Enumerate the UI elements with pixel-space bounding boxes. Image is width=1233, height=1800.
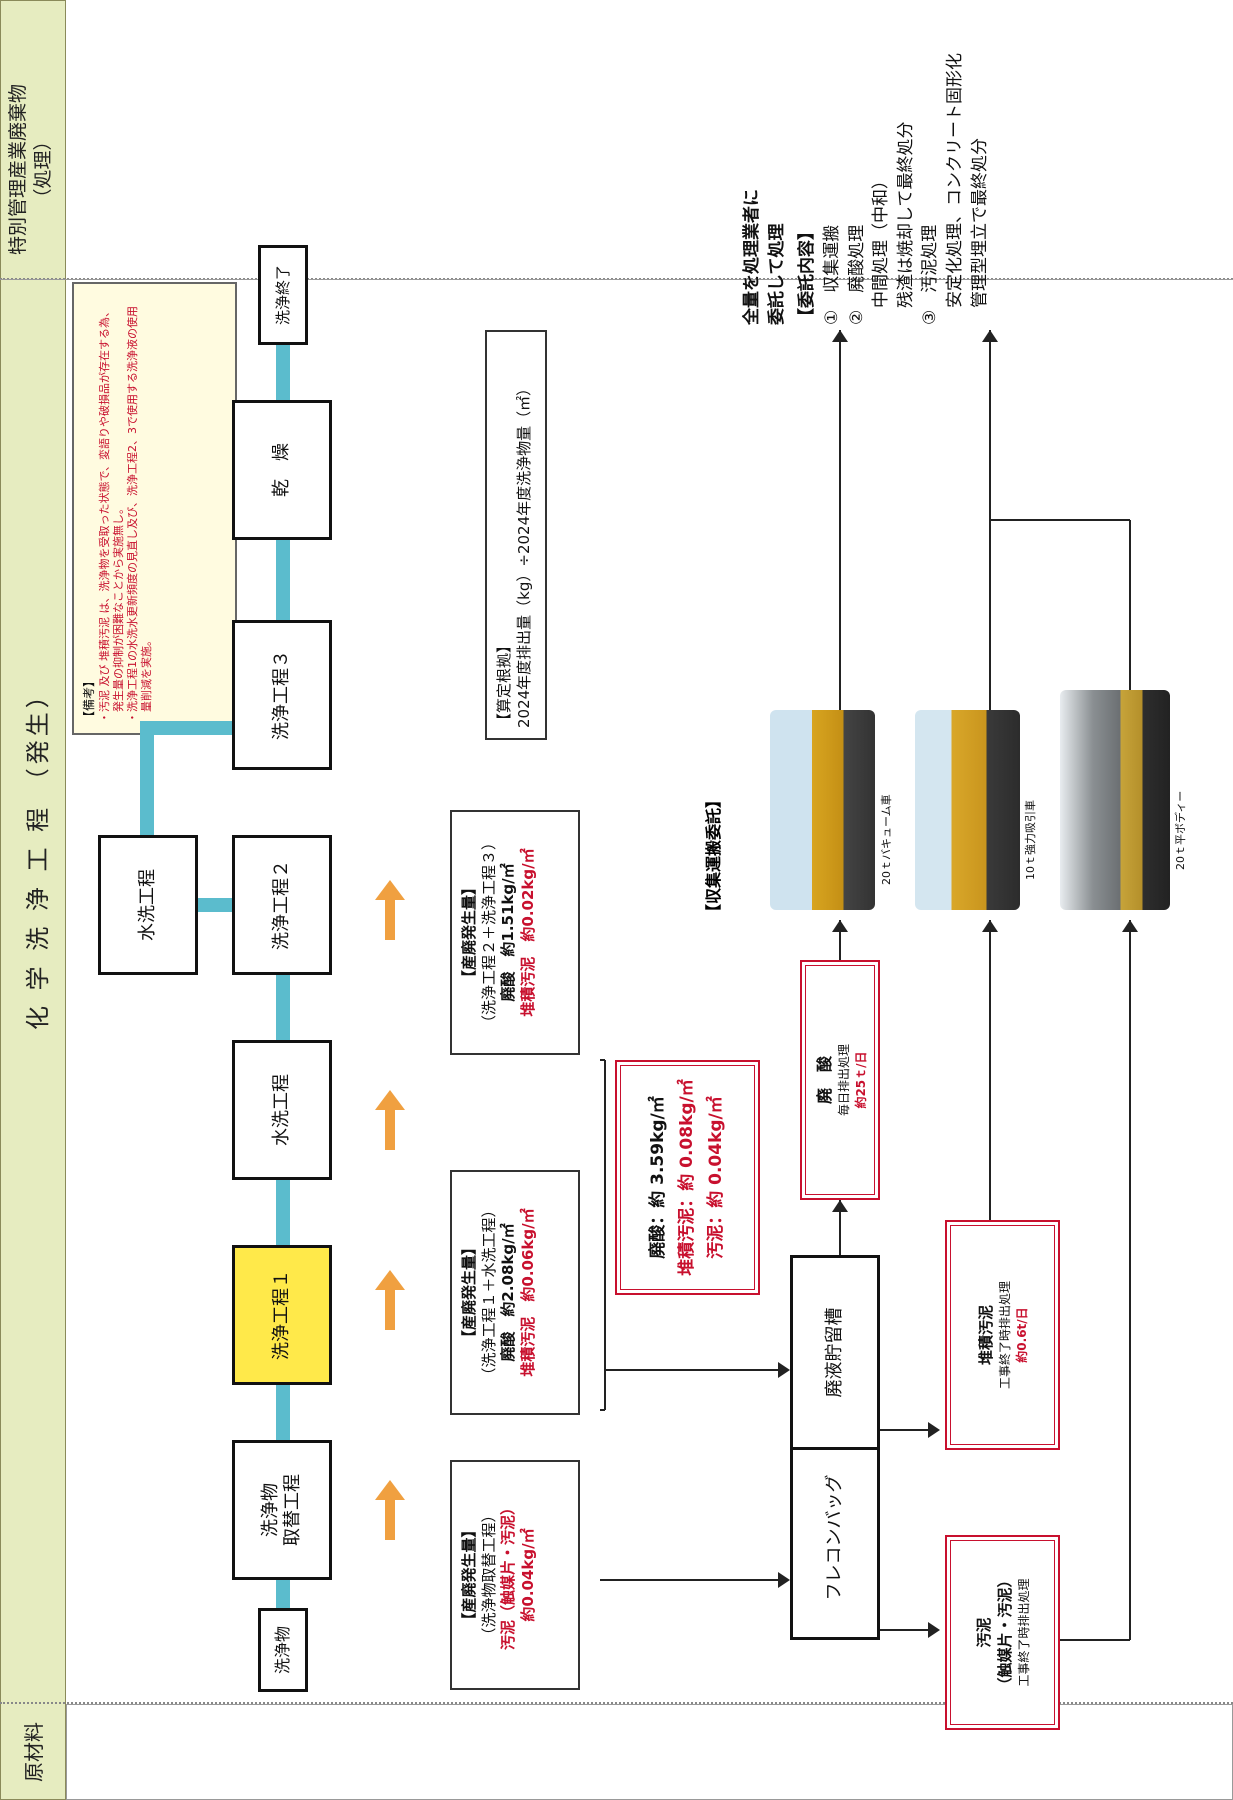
disposal-line: 委託して処理 [766,223,787,326]
sludge-box: 汚泥 （触媒片・汚泥） 工事終了時排出処理 [945,1535,1060,1730]
gen-title: 【産廃発生量】 [460,1522,478,1628]
disposal-line: 全量を処理業者に [742,189,762,325]
gen-line: 廃酸 約1.51kg/㎡ [499,863,517,1002]
total-acid: 廃酸：約 3.59kg/㎡ [648,1096,669,1259]
gen-box-2: 【産廃発生量】 （洗浄工程１＋水洗工程） 廃酸 約2.08kg/㎡ 堆積汚泥 約… [450,1170,580,1415]
step-wash1: 洗浄工程１ [232,1245,332,1385]
truck-caption: 10ｔ強力吸引車 [1024,800,1037,880]
total-sediment: 堆積汚泥：約 0.08kg/㎡ [677,1079,698,1276]
flow-connector [198,898,232,912]
total-sludge: 汚泥：約 0.04kg/㎡ [705,1096,726,1259]
suction-truck-image [915,710,1020,910]
flow-connector [276,345,290,400]
gen-line: 約0.04kg/㎡ [518,1528,537,1622]
gen-sub: （洗浄工程２＋洗浄工程３） [479,835,498,1031]
sludge-title: 汚泥 [975,1617,993,1648]
acid-title: 廃 酸 [815,1056,834,1105]
flow-connector [276,975,290,1040]
flatbed-truck-image [1060,690,1170,910]
gen-line: 汚泥（触媒片・汚泥） [499,1500,517,1651]
gen-sub: （洗浄工程１＋水洗工程） [479,1202,498,1383]
gen-box-1: 【産廃発生量】 （洗浄物取替工程） 汚泥（触媒片・汚泥） 約0.04kg/㎡ [450,1460,580,1690]
disposal-text: 全量を処理業者に 委託して処理 【委託内容】 ① 収集運搬 ② 廃酸処理 中間処… [740,5,992,325]
flow-connector [276,540,290,620]
gen-title: 【産廃発生量】 [460,880,478,986]
disposal-line: 管理型埋立で最終処分 [969,138,990,325]
step-wash3: 洗浄工程３ [232,620,332,770]
collection-title: 【収集運搬委託】 [704,791,723,920]
flexible-container-bag: フレコンバッグ [790,1435,880,1640]
disposal-line: 安定化処理、コンクリート固形化 [945,53,966,325]
sediment-box: 堆積汚泥 工事終了時排出処理 約0.6t/日 [945,1220,1060,1450]
step-rinse2: 水洗工程 [98,835,198,975]
step-rinse1: 水洗工程 [232,1040,332,1180]
disposal-line: 中間処理（中和） [871,172,892,325]
gen-line: 廃酸 約2.08kg/㎡ [499,1223,517,1362]
truck-caption: 20ｔ平ボディー [1174,790,1187,870]
flow-connector [140,735,154,835]
disposal-line: ② 廃酸処理 [846,224,867,325]
step-wash2: 洗浄工程２ [232,835,332,975]
gen-box-3: 【産廃発生量】 （洗浄工程２＋洗浄工程３） 廃酸 約1.51kg/㎡ 堆積汚泥 … [450,810,580,1055]
flow-connector [276,1385,290,1440]
disposal-line: ③ 汚泥処理 [920,224,941,325]
totals-box: 廃酸：約 3.59kg/㎡ 堆積汚泥：約 0.08kg/㎡ 汚泥：約 0.04k… [615,1060,760,1295]
sludge-note: 工事終了時排出処理 [1017,1578,1031,1687]
gen-sub: （洗浄物取替工程） [479,1507,498,1643]
gen-title: 【産廃発生量】 [460,1240,478,1346]
flow-connector [140,721,232,735]
step-end: 洗浄終了 [258,245,308,345]
sediment-title: 堆積汚泥 [977,1305,995,1366]
vacuum-truck-image [770,710,875,910]
flow-connector [276,1580,290,1608]
disposal-line: 【委託内容】 [797,223,818,325]
sludge-sub: （触媒片・汚泥） [996,1572,1014,1693]
waste-liquid-tank: 廃液貯留槽 [790,1255,880,1450]
acid-box: 廃 酸 毎日排出処理 約25ｔ/日 [800,960,880,1200]
sediment-note: 工事終了時排出処理 [998,1281,1012,1390]
step-receive: 洗浄物 取替工程 [232,1440,332,1580]
disposal-line: ① 収集運搬 [821,224,842,325]
acid-note: 毎日排出処理 [837,1044,851,1117]
acid-amount: 約25ｔ/日 [854,1051,868,1109]
disposal-line: 残渣は焼却して最終処分 [895,121,916,325]
gen-line: 堆積汚泥 約0.06kg/㎡ [518,1208,537,1377]
flow-connector [276,1180,290,1245]
sediment-amount: 約0.6t/日 [1015,1307,1029,1363]
truck-caption: 20ｔバキューム車 [880,794,893,885]
step-dry: 乾 燥 [232,400,332,540]
step-raw: 洗浄物 [258,1608,308,1692]
gen-line: 堆積汚泥 約0.02kg/㎡ [518,848,537,1017]
